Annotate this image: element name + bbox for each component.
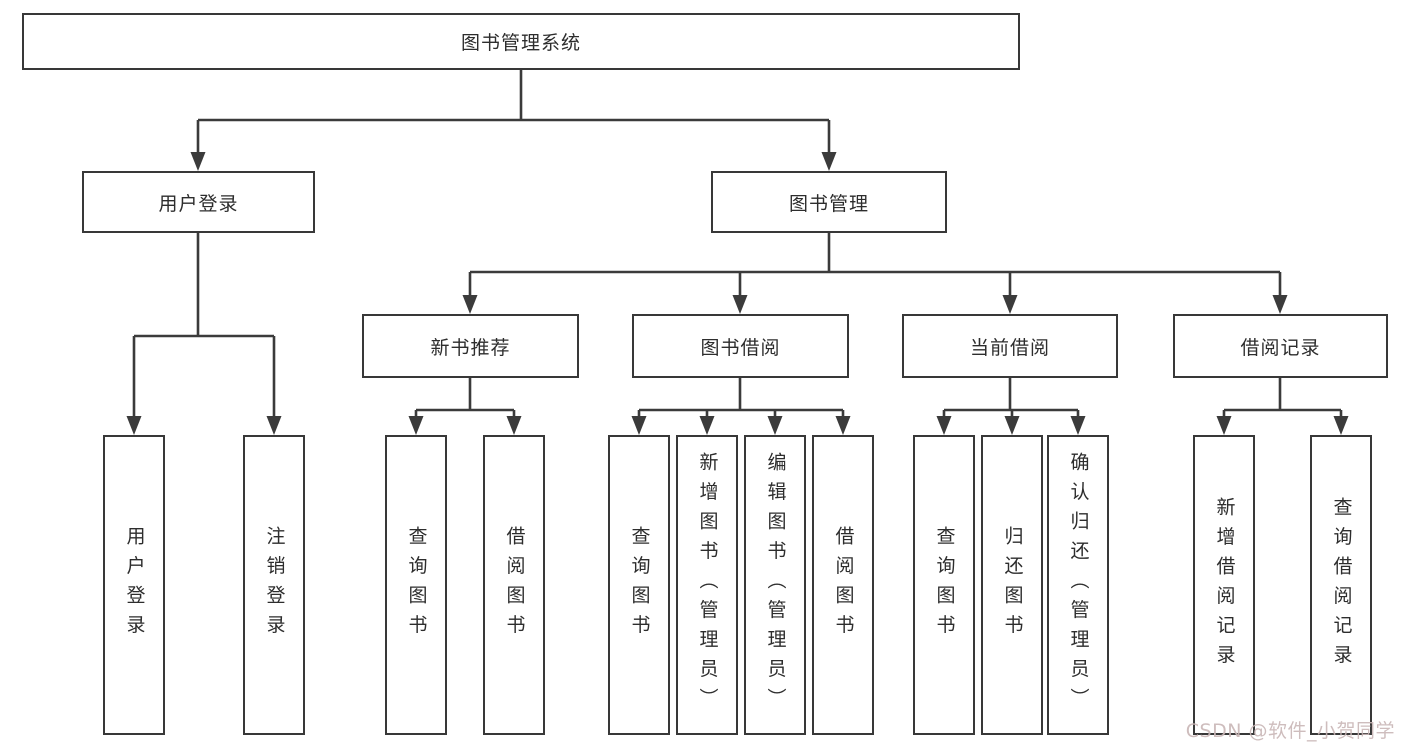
leaf-borrow-query: 查询图书	[608, 435, 670, 735]
leaf-current-return: 归还图书	[981, 435, 1043, 735]
leaf-borrow-query-label: 查询图书	[628, 526, 651, 644]
node-book-borrow-label: 图书借阅	[700, 336, 781, 359]
leaf-newbook-borrow: 借阅图书	[483, 435, 545, 735]
leaf-borrow-book-label: 借阅图书	[832, 526, 855, 644]
leaf-current-return-label: 归还图书	[1001, 526, 1024, 644]
node-current-borrow-label: 当前借阅	[969, 336, 1050, 359]
leaf-logout-label: 注销登录	[263, 526, 286, 644]
leaf-borrow-add-admin: 新增图书（管理员）	[676, 435, 738, 735]
node-borrow-record: 借阅记录	[1173, 314, 1388, 378]
node-book-management-label: 图书管理	[788, 192, 869, 215]
leaf-newbook-borrow-label: 借阅图书	[503, 526, 526, 644]
leaf-current-query: 查询图书	[913, 435, 975, 735]
node-borrow-record-label: 借阅记录	[1240, 336, 1321, 359]
leaf-user-login: 用户登录	[103, 435, 165, 735]
node-root: 图书管理系统	[22, 13, 1020, 70]
arrowheads	[126, 152, 1349, 435]
csdn-watermark: CSDN @软件_小贺同学	[1185, 720, 1395, 742]
leaf-record-query: 查询借阅记录	[1310, 435, 1372, 735]
node-new-book-recommend: 新书推荐	[362, 314, 579, 378]
node-root-label: 图书管理系统	[460, 32, 581, 54]
node-user-login-label: 用户登录	[158, 192, 239, 215]
leaf-current-confirm-admin: 确认归还（管理员）	[1047, 435, 1109, 735]
leaf-user-login-label: 用户登录	[123, 526, 146, 644]
leaf-borrow-edit-admin: 编辑图书（管理员）	[744, 435, 806, 735]
node-book-management: 图书管理	[711, 171, 947, 233]
leaf-record-add-label: 新增借阅记录	[1213, 496, 1236, 674]
leaf-borrow-book: 借阅图书	[812, 435, 874, 735]
node-book-borrow: 图书借阅	[632, 314, 849, 378]
leaf-borrow-edit-admin-label: 编辑图书（管理员）	[764, 452, 787, 718]
leaf-record-query-label: 查询借阅记录	[1330, 496, 1353, 674]
leaf-record-add: 新增借阅记录	[1193, 435, 1255, 735]
leaf-current-confirm-admin-label: 确认归还（管理员）	[1067, 452, 1090, 718]
node-user-login: 用户登录	[82, 171, 315, 233]
leaf-current-query-label: 查询图书	[933, 526, 956, 644]
node-current-borrow: 当前借阅	[902, 314, 1118, 378]
leaf-newbook-query: 查询图书	[385, 435, 447, 735]
leaf-borrow-add-admin-label: 新增图书（管理员）	[696, 452, 719, 718]
leaf-newbook-query-label: 查询图书	[405, 526, 428, 644]
node-new-book-recommend-label: 新书推荐	[430, 336, 511, 359]
leaf-logout: 注销登录	[243, 435, 305, 735]
